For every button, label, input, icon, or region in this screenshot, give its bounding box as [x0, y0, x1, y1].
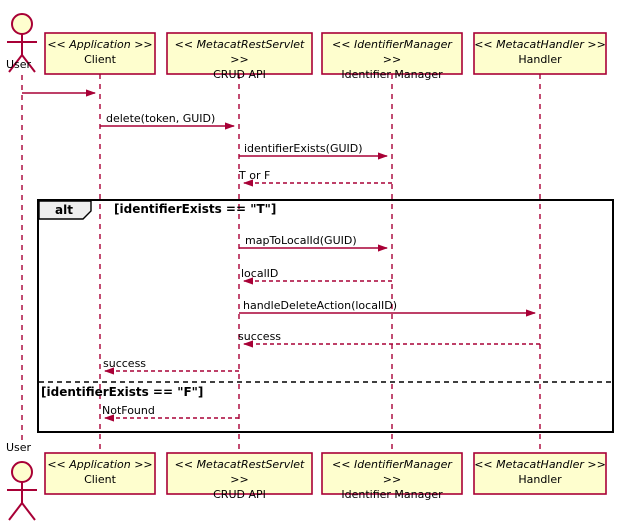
actor-leg-right [21, 502, 36, 521]
alt-fragment-guard-1: [identifierExists == "T"] [114, 202, 277, 216]
message-label-m8: success [103, 357, 147, 370]
participant-boxes-bottom [44, 452, 607, 495]
actor-head-icon [11, 13, 33, 35]
message-label-m3: T or F [239, 169, 271, 182]
participant-box-crud-top[interactable] [166, 32, 313, 75]
participant-stereotype-client: << Application >> [47, 458, 153, 471]
alt-fragment-operator-label: alt [55, 203, 73, 217]
actor-label-user-top: User [6, 58, 32, 71]
actor-user-top-figure [7, 13, 37, 73]
participant-label-crud-top: << MetacatRestServlet >> CRUD API [167, 37, 312, 82]
participant-label-crud-bottom: << MetacatRestServlet >> CRUD API [167, 457, 312, 502]
participant-box-handler-top[interactable] [473, 32, 607, 75]
participant-box-handler-bottom[interactable] [473, 452, 607, 495]
message-label-m6: handleDeleteAction(localID) [243, 299, 398, 312]
participant-name-handler: Handler [518, 473, 562, 486]
participant-stereotype-crud: << MetacatRestServlet >> [174, 38, 305, 66]
participant-label-handler-bottom: << MetacatHandler >> Handler [474, 457, 606, 487]
alt-fragment-outline [37, 199, 614, 433]
lifelines-group [21, 74, 541, 455]
message-label-m1: delete(token, GUID) [106, 112, 216, 125]
alt-operator-tab [38, 200, 92, 220]
participant-stereotype-idman: << IdentifierManager >> [332, 458, 452, 486]
participant-label-handler-top: << MetacatHandler >> Handler [474, 37, 606, 67]
alt-fragment-frame [37, 199, 614, 433]
participant-box-client-top[interactable] [44, 32, 156, 75]
participant-box-crud-bottom[interactable] [166, 452, 313, 495]
actor-leg-left [8, 502, 23, 521]
participant-name-crud: CRUD API [213, 488, 266, 501]
participant-stereotype-handler: << MetacatHandler >> [474, 38, 606, 51]
participant-label-idman-bottom: << IdentifierManager >> Identifier Manag… [322, 457, 462, 502]
actor-user-bottom-figure [7, 461, 37, 521]
participant-label-client-top: << Application >> Client [45, 37, 155, 67]
participant-name-idman: Identifier Manager [341, 68, 443, 81]
actor-head-icon [11, 461, 33, 483]
participant-name-handler: Handler [518, 53, 562, 66]
participant-name-crud: CRUD API [213, 68, 266, 81]
participant-box-idman-bottom[interactable] [321, 452, 463, 495]
participant-stereotype-handler: << MetacatHandler >> [474, 458, 606, 471]
participant-label-client-bottom: << Application >> Client [45, 457, 155, 487]
participant-stereotype-client: << Application >> [47, 38, 153, 51]
actor-leg-left [8, 54, 23, 73]
participant-name-client: Client [84, 473, 116, 486]
message-label-m9: NotFound [102, 404, 155, 417]
actor-leg-right [21, 54, 36, 73]
participant-box-client-bottom[interactable] [44, 452, 156, 495]
participant-box-idman-top[interactable] [321, 32, 463, 75]
participant-name-idman: Identifier Manager [341, 488, 443, 501]
participant-label-idman-top: << IdentifierManager >> Identifier Manag… [322, 37, 462, 82]
message-label-m7: success [238, 330, 282, 343]
actor-label-user-bottom: User [6, 441, 32, 454]
message-label-m2: identifierExists(GUID) [244, 142, 363, 155]
message-label-m4: mapToLocalId(GUID) [245, 234, 357, 247]
message-arrows-group [22, 89, 540, 422]
participant-name-client: Client [84, 53, 116, 66]
participant-stereotype-crud: << MetacatRestServlet >> [174, 458, 305, 486]
alt-fragment-guard-2: [identifierExists == "F"] [41, 385, 204, 399]
participant-stereotype-idman: << IdentifierManager >> [332, 38, 452, 66]
participant-boxes-top [44, 32, 607, 75]
message-label-m5: localID [241, 267, 279, 280]
